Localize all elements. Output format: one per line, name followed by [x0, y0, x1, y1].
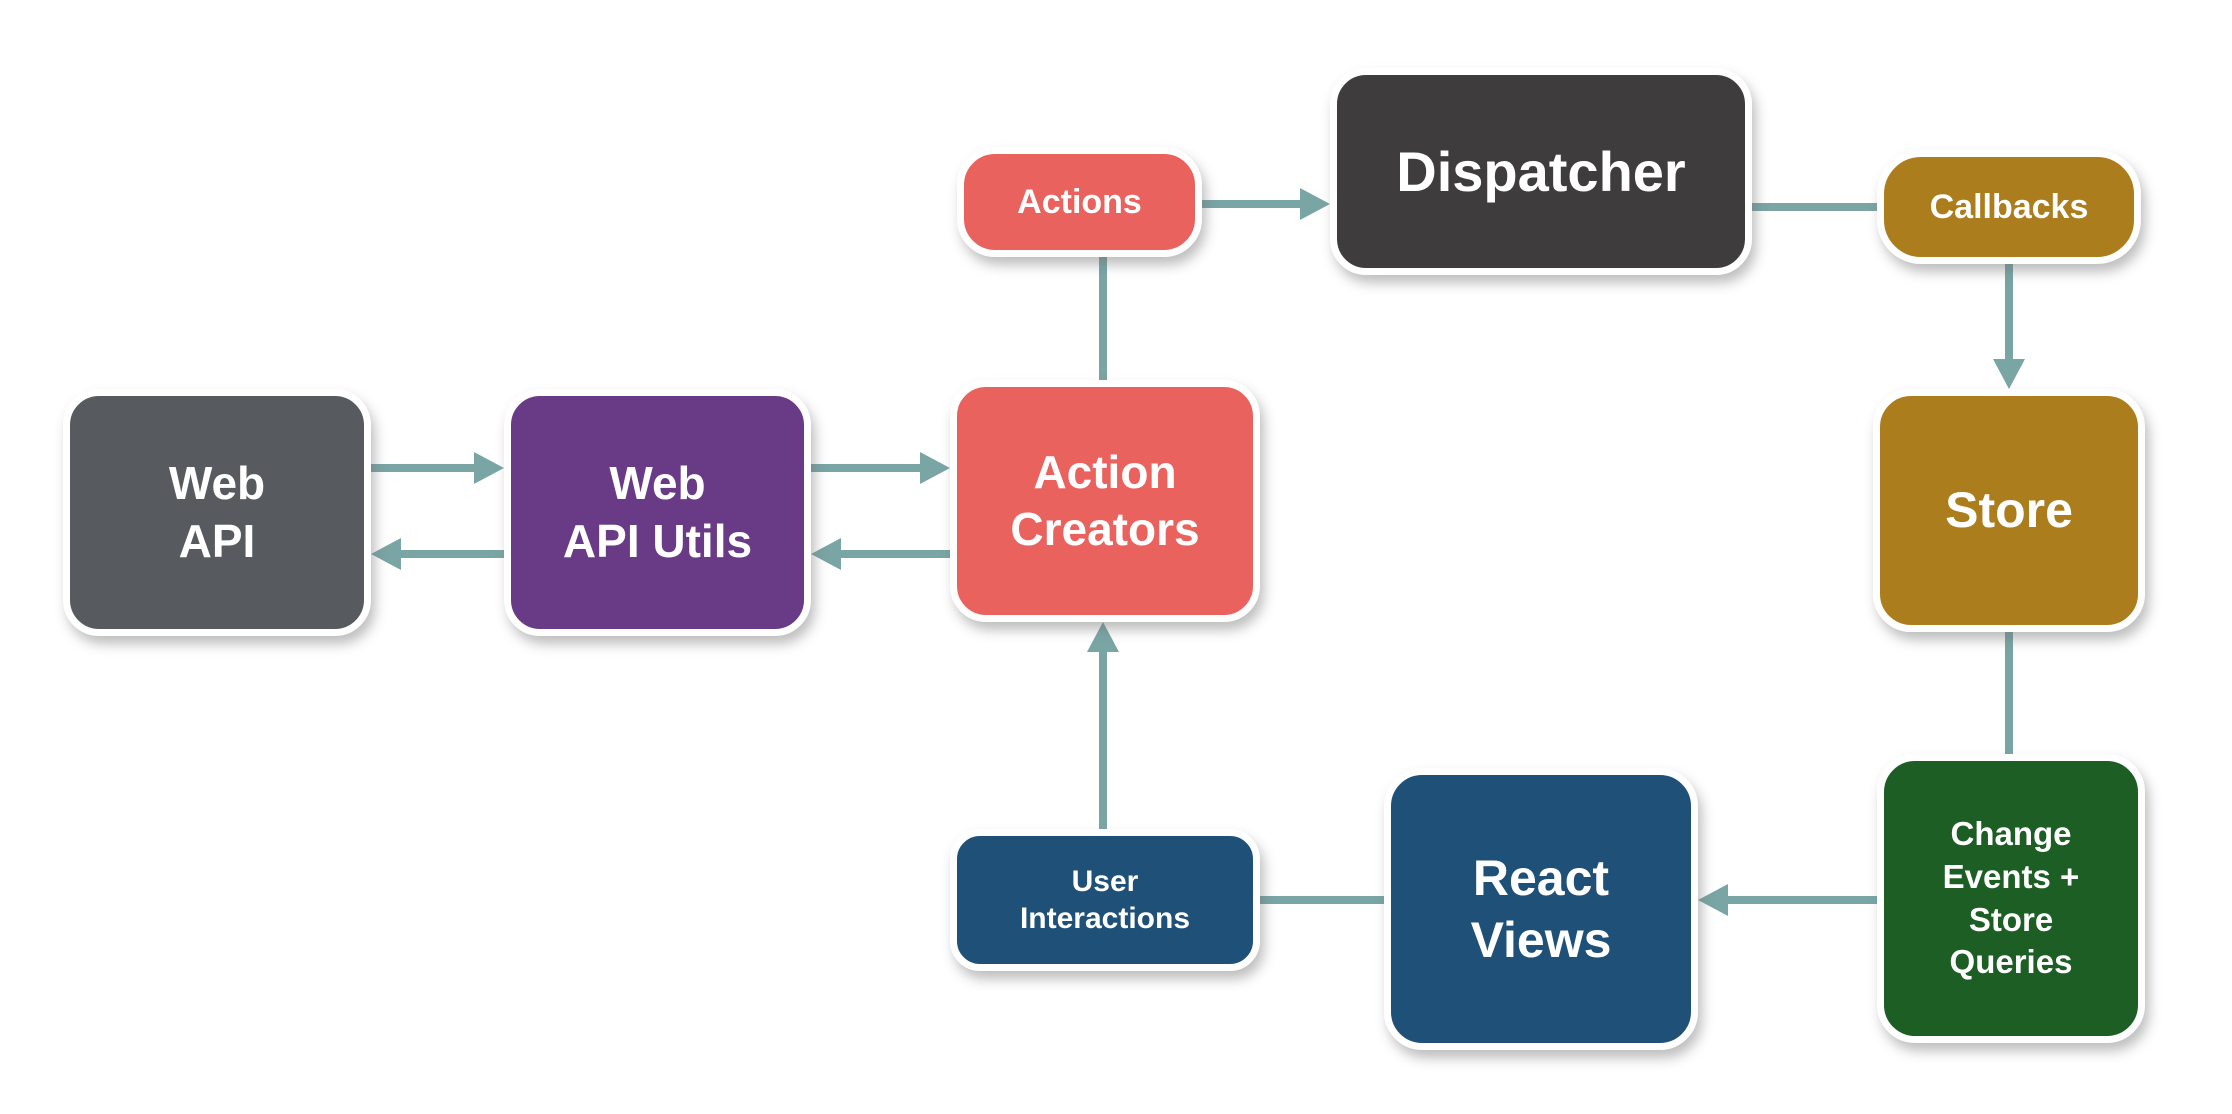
node-web-api: Web API: [63, 389, 371, 636]
edge-action-creators-to-actions: [1099, 257, 1107, 380]
edge-store-to-change-events: [2005, 632, 2013, 754]
arrowhead-right-icon: [474, 452, 504, 484]
edge-user-interactions-to-action-creators: [1099, 652, 1107, 829]
node-change-events: Change Events + Store Queries: [1877, 754, 2145, 1043]
arrowhead-left-icon: [1698, 884, 1728, 916]
node-action-creators: Action Creators: [950, 380, 1260, 622]
arrowhead-left-icon: [811, 538, 841, 570]
edge-action-creators-to-web-api-utils: [841, 550, 950, 558]
arrowhead-left-icon: [371, 538, 401, 570]
node-user-interactions: User Interactions: [950, 829, 1260, 971]
arrowhead-right-icon: [920, 452, 950, 484]
edge-actions-to-dispatcher: [1200, 200, 1300, 208]
edge-react-views-to-user-interactions: [1260, 896, 1384, 904]
arrowhead-right-icon: [1300, 188, 1330, 220]
node-callbacks: Callbacks: [1877, 150, 2141, 264]
arrowhead-up-icon: [1087, 622, 1119, 652]
node-actions: Actions: [957, 147, 1202, 257]
node-store: Store: [1873, 389, 2145, 632]
node-react-views: React Views: [1384, 768, 1698, 1050]
edge-dispatcher-to-callbacks: [1752, 203, 1877, 211]
edge-callbacks-to-store: [2005, 264, 2013, 359]
edge-web-api-utils-to-web-api: [401, 550, 504, 558]
node-dispatcher: Dispatcher: [1330, 68, 1752, 275]
edge-change-events-to-react-views: [1728, 896, 1877, 904]
edge-web-api-utils-to-action-creators: [811, 464, 920, 472]
node-web-api-utils: Web API Utils: [504, 389, 811, 636]
arrowhead-down-icon: [1993, 359, 2025, 389]
edge-web-api-to-web-api-utils: [371, 464, 474, 472]
